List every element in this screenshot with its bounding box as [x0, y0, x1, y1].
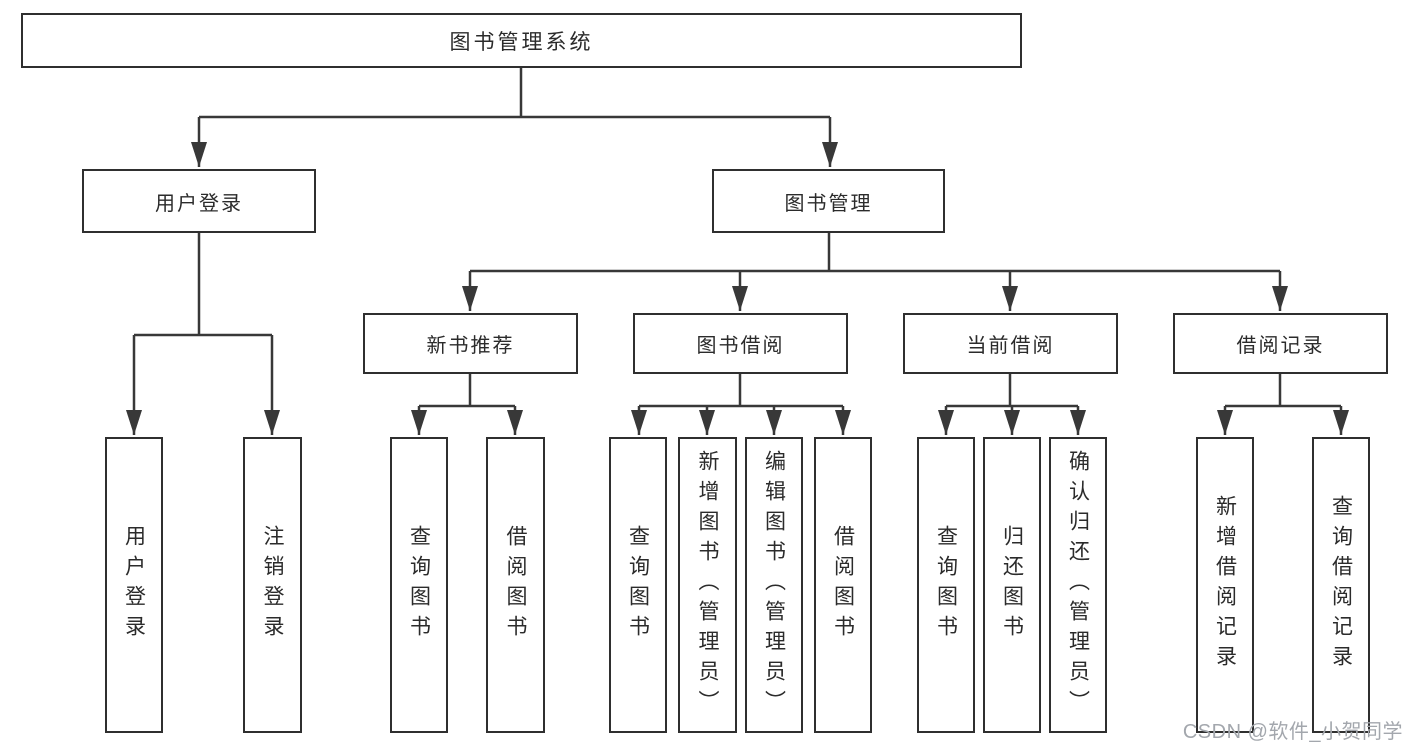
leaf-add-borrow-record: 新增借阅记录: [1196, 437, 1254, 733]
node-label: 注销登录: [261, 525, 284, 645]
node-borrow-records: 借阅记录: [1173, 313, 1388, 374]
node-book-management: 图书管理: [712, 169, 945, 233]
node-label: 借阅图书: [831, 525, 855, 645]
node-label: 编辑图书（管理员）: [762, 450, 786, 720]
node-label: 确认归还（管理员）: [1066, 450, 1090, 720]
leaf-query-borrow-record: 查询借阅记录: [1312, 437, 1370, 733]
leaf-add-books-admin: 新增图书（管理员）: [678, 437, 737, 733]
node-label: 图书管理系统: [449, 30, 594, 54]
node-label: 查询图书: [407, 525, 431, 645]
leaf-logout-login: 注销登录: [243, 437, 302, 733]
node-label: 新增图书（管理员）: [696, 450, 719, 720]
node-label: 图书借阅: [696, 335, 785, 357]
node-label: 归还图书: [1000, 525, 1024, 645]
node-current-borrow: 当前借阅: [903, 313, 1118, 374]
leaf-return-books: 归还图书: [983, 437, 1041, 733]
node-label: 借阅记录: [1236, 335, 1325, 357]
node-book-borrow: 图书借阅: [633, 313, 848, 374]
node-label: 查询图书: [934, 525, 958, 645]
node-label: 查询借阅记录: [1329, 495, 1353, 675]
node-label: 新书推荐: [426, 335, 515, 357]
node-user-login: 用户登录: [82, 169, 316, 233]
node-new-book-recommend: 新书推荐: [363, 313, 578, 374]
csdn-watermark: CSDN @软件_小贺同学: [1182, 721, 1403, 743]
node-library-system: 图书管理系统: [21, 13, 1022, 68]
leaf-query-books-borrow: 查询图书: [609, 437, 667, 733]
node-label: 用户登录: [155, 192, 243, 215]
node-label: 用户登录: [122, 525, 146, 645]
leaf-confirm-return-admin: 确认归还（管理员）: [1049, 437, 1107, 733]
leaf-query-books-current: 查询图书: [917, 437, 975, 733]
node-label: 图书管理: [784, 192, 873, 215]
node-label: 当前借阅: [966, 335, 1055, 357]
node-label: 借阅图书: [504, 525, 527, 645]
leaf-query-books-recommend: 查询图书: [390, 437, 448, 733]
leaf-edit-books-admin: 编辑图书（管理员）: [745, 437, 803, 733]
leaf-user-login: 用户登录: [105, 437, 163, 733]
leaf-borrow-books-recommend: 借阅图书: [486, 437, 545, 733]
leaf-borrow-books: 借阅图书: [814, 437, 872, 733]
node-label: 新增借阅记录: [1213, 495, 1237, 675]
node-label: 查询图书: [626, 525, 650, 645]
